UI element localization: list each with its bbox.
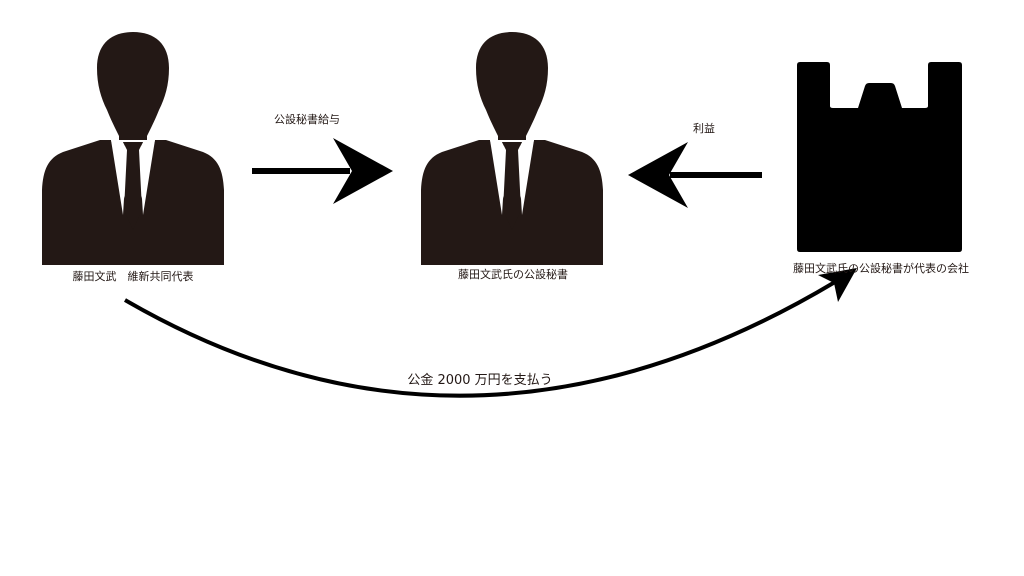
profit-label: 利益 (693, 122, 715, 135)
company-label: 藤田文武氏の公設秘書が代表の会社 (793, 262, 969, 275)
secretary-person-icon (421, 32, 603, 265)
secretary-label: 藤田文武氏の公設秘書 (458, 268, 568, 281)
payment-label: 公金 2000 万円を支払う (407, 373, 553, 388)
profit-arrow (628, 142, 762, 208)
payment-arrow (123, 268, 857, 398)
company-building-icon (797, 62, 962, 252)
fujita-label: 藤田文武 維新共同代表 (72, 270, 194, 283)
salary-arrow (252, 138, 393, 204)
fujita-person-icon (42, 32, 224, 265)
salary-label: 公設秘書給与 (274, 113, 340, 126)
